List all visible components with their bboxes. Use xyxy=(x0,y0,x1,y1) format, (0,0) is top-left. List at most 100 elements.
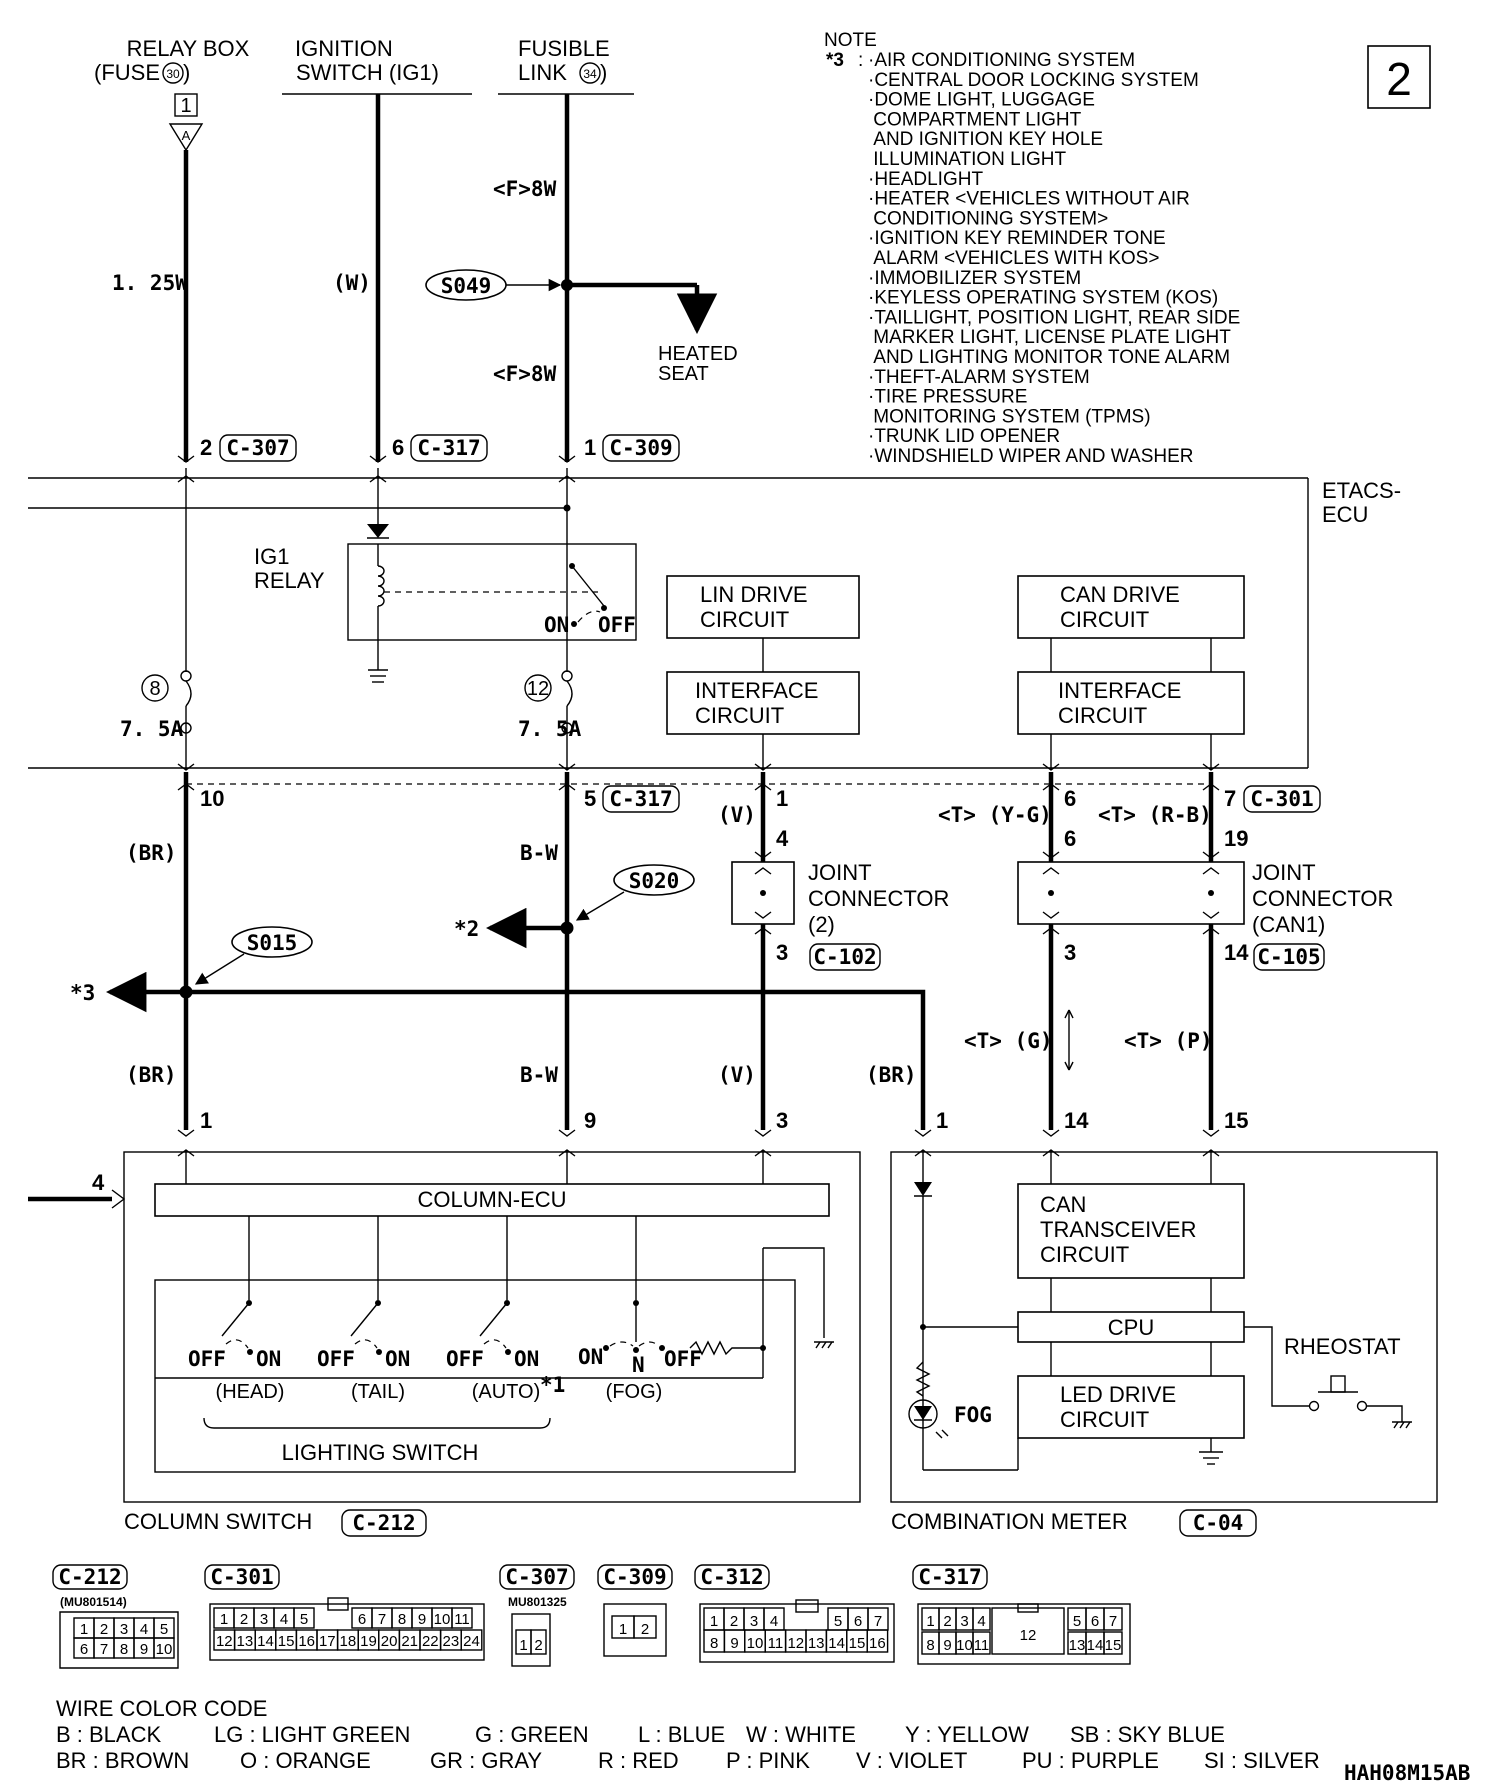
led-drive-1: LED DRIVE xyxy=(1060,1382,1176,1407)
wire-color-entry: W : WHITE xyxy=(746,1722,856,1747)
c312-pin: 10 xyxy=(747,1635,764,1652)
fusible-label-2: LINK xyxy=(518,60,567,85)
pin-1-col: 1 xyxy=(200,1108,212,1133)
c309-pin: 1 xyxy=(619,1621,627,1638)
splice-s049: S049 xyxy=(425,269,562,301)
note-line: ·CENTRAL DOOR LOCKING SYSTEM xyxy=(868,70,1199,91)
c301-pin: 3 xyxy=(260,1611,268,1628)
led-drive-2: CIRCUIT xyxy=(1060,1407,1149,1432)
c312-pin: 2 xyxy=(730,1613,738,1630)
pin-chevron xyxy=(754,851,772,859)
svg-text:CIRCUIT: CIRCUIT xyxy=(695,703,784,728)
wire-color-entry: O : ORANGE xyxy=(240,1748,371,1773)
wire-label-w: (W) xyxy=(333,271,371,295)
c317-pin: 6 xyxy=(1091,1613,1099,1630)
fog-off: OFF xyxy=(664,1347,702,1371)
c301-pin: 13 xyxy=(237,1633,254,1650)
c301-pin: 23 xyxy=(443,1633,460,1650)
c301-pin: 10 xyxy=(434,1611,451,1628)
c312-pin: 4 xyxy=(770,1613,778,1630)
wire-color-entry: R : RED xyxy=(598,1748,679,1773)
ig1-off-label: OFF xyxy=(598,613,636,637)
svg-text:(CAN1): (CAN1) xyxy=(1252,912,1325,937)
svg-text:LIN DRIVE: LIN DRIVE xyxy=(700,582,808,607)
pin-14-meter: 14 xyxy=(1064,1108,1089,1133)
c312-latch xyxy=(795,1599,819,1613)
auto-label: (AUTO) xyxy=(472,1381,541,1403)
ig1-on-label: ON xyxy=(544,613,569,637)
fusible-link-source: FUSIBLE LINK 34 ) xyxy=(498,36,634,95)
c301-cell xyxy=(451,1607,473,1629)
note-line: AND IGNITION KEY HOLE xyxy=(868,129,1103,150)
c301-pin: 21 xyxy=(401,1633,418,1650)
c312-pin: 8 xyxy=(710,1635,718,1652)
pin-chevron xyxy=(558,1149,576,1157)
wire-color-entry: B : BLACK xyxy=(56,1722,161,1747)
conn-label-c307: C-307 xyxy=(219,434,297,462)
pin-4-col: 4 xyxy=(92,1170,105,1195)
c212-pin: 7 xyxy=(100,1641,108,1658)
c317-latch xyxy=(1017,1603,1039,1613)
can-transceiver-1: CAN xyxy=(1040,1192,1086,1217)
wire-color-entry: Y : YELLOW xyxy=(905,1722,1029,1747)
note-line: ·WINDSHIELD WIPER AND WASHER xyxy=(868,446,1194,467)
svg-text:C-105: C-105 xyxy=(1257,945,1320,969)
wire-label-125w: 1. 25W xyxy=(112,271,188,295)
lighting-switch-label: LIGHTING SWITCH xyxy=(282,1440,479,1465)
c301-pin: 8 xyxy=(398,1611,406,1628)
note-line: ALARM <VEHICLES WITH KOS> xyxy=(868,248,1159,269)
relay-box-source: RELAY BOX (FUSE 30 ) 1 A xyxy=(94,36,250,152)
pin-chevron xyxy=(754,783,772,791)
svg-text:S015: S015 xyxy=(247,931,298,955)
c317-pin: 8 xyxy=(926,1637,934,1654)
tail-label: (TAIL) xyxy=(351,1381,405,1403)
ignition-label: IGNITION xyxy=(295,36,393,61)
svg-text:CIRCUIT: CIRCUIT xyxy=(1058,703,1147,728)
svg-text:C-307: C-307 xyxy=(505,1565,568,1589)
c312-pin: 14 xyxy=(828,1635,845,1652)
can-drive-circuit: CAN DRIVE CIRCUIT xyxy=(1017,575,1245,639)
fog-on: ON xyxy=(578,1345,603,1369)
heated-seat-label-2: SEAT xyxy=(658,363,709,385)
wire-color-entry: P : PINK xyxy=(726,1748,810,1773)
c301-pin: 16 xyxy=(298,1633,315,1650)
note-line: ·HEATER <VEHICLES WITHOUT AIR xyxy=(868,189,1190,210)
pin-6-can: 6 xyxy=(1064,786,1076,811)
svg-text:JOINT: JOINT xyxy=(808,860,872,885)
star-2-label: *2 xyxy=(454,917,479,941)
pin-3-jc: 3 xyxy=(1064,940,1076,965)
c301-latch xyxy=(327,1597,349,1611)
ig1-relay-label: IG1 xyxy=(254,544,289,569)
svg-text:C-317: C-317 xyxy=(417,436,480,460)
note-line: ·TIRE PRESSURE xyxy=(868,387,1027,408)
source-letter: A xyxy=(182,128,191,143)
wire-color-entry: G : GREEN xyxy=(475,1722,589,1747)
pin-4-j2: 4 xyxy=(776,826,789,851)
c301-pin: 19 xyxy=(360,1633,377,1650)
relay-box-fuse-number: 30 xyxy=(166,67,180,81)
wire-label-tyg: <T> (Y-G) xyxy=(938,803,1052,827)
wire-label-tg: <T> (G) xyxy=(964,1029,1053,1053)
svg-text:JOINT: JOINT xyxy=(1252,860,1316,885)
c212-pin: 3 xyxy=(120,1621,128,1638)
fusible-label: FUSIBLE xyxy=(518,36,610,61)
wire-label-bw-2: B-W xyxy=(520,1063,558,1087)
c317-cell xyxy=(1103,1607,1123,1631)
conn-label-c317-top: C-317 xyxy=(410,434,488,462)
pin-chevron xyxy=(1042,867,1060,875)
note-line: MARKER LIGHT, LICENSE PLATE LIGHT xyxy=(868,327,1231,348)
tail-off: OFF xyxy=(317,1347,355,1371)
svg-text:INTERFACE: INTERFACE xyxy=(1058,678,1181,703)
c317-pin: 2 xyxy=(943,1613,951,1630)
c301-pin: 2 xyxy=(240,1611,248,1628)
c301-pin: 4 xyxy=(280,1611,288,1628)
pin-chevron xyxy=(558,763,576,771)
pin-6: 6 xyxy=(392,435,404,460)
wire-color-code-title: WIRE COLOR CODE xyxy=(56,1696,267,1721)
wire-color-entry: GR : GRAY xyxy=(430,1748,542,1773)
etacs-label: ETACS- xyxy=(1322,478,1401,503)
